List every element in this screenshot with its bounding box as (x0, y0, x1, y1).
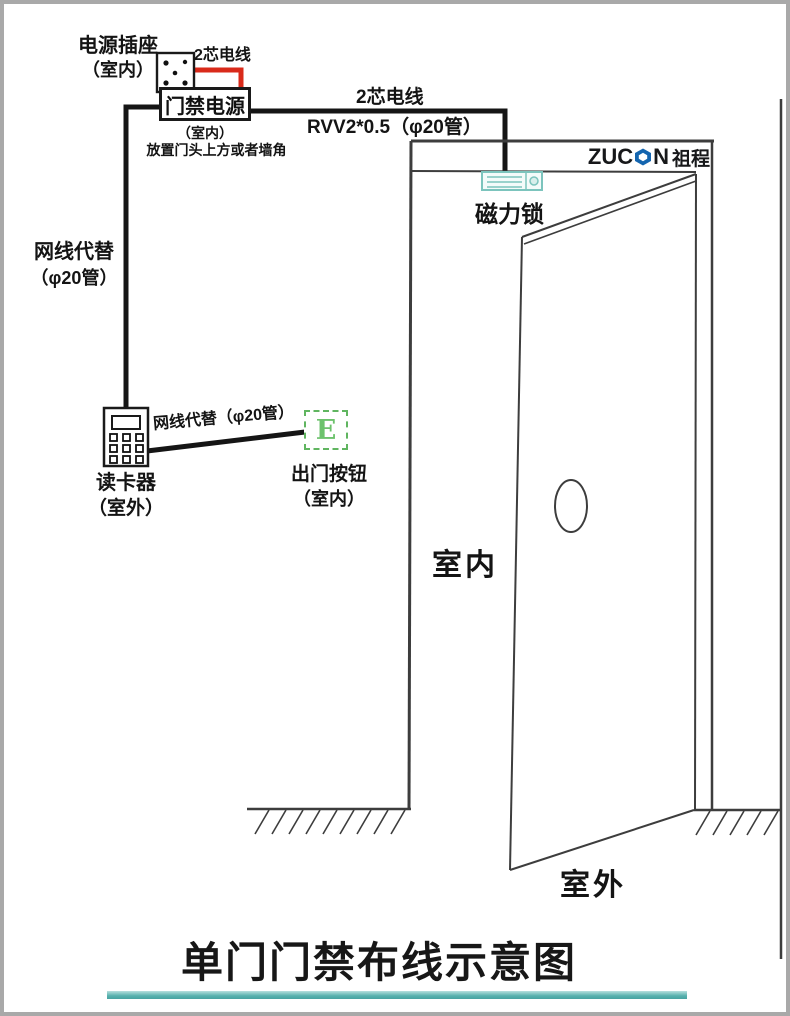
logo-hexagon-icon (635, 148, 652, 166)
door-frame (407, 139, 714, 811)
outdoor-zone-label: 室外 (560, 869, 626, 902)
logo-cn: 祖程 (671, 148, 710, 170)
exit-button-label: 出门按钮 （室内） (270, 462, 388, 512)
wire-psu-maglock-label: 2芯电线 (356, 87, 424, 108)
ground (247, 99, 783, 959)
net-left-line1: 网线代替 (34, 241, 114, 263)
reader-location: （室外） (87, 498, 164, 519)
maglock-label: 磁力锁 (475, 201, 544, 227)
power-socket-name: 电源插座 (78, 35, 158, 57)
power-socket-label: 电源插座 （室内） (60, 34, 176, 82)
wire-socket-to-psu-red (193, 67, 244, 89)
card-reader-icon (102, 406, 150, 468)
door-panel (509, 173, 697, 871)
exit-button: E (304, 410, 348, 450)
exit-button-location: （室内） (293, 489, 365, 509)
exit-button-letter: E (315, 414, 337, 446)
door-knob (554, 479, 588, 533)
wire-psu-reader-label: 网线代替 （φ20管） (22, 239, 126, 291)
logo-suffix: N (653, 144, 669, 169)
psu-box: 门禁电源 (159, 87, 251, 121)
diagram-geometry (102, 51, 783, 959)
indoor-zone-label: 室内 (432, 549, 498, 582)
wire-socket-psu-label: 2芯电线 (194, 47, 251, 64)
psu-label: 门禁电源 (165, 95, 245, 118)
power-socket-icon (155, 51, 196, 94)
psu-location: （室内） (177, 125, 233, 141)
diagram-title: 单门门禁布线示意图 (180, 939, 577, 986)
title-divider (107, 991, 687, 999)
psu-note: 放置门头上方或者墙角 (146, 142, 287, 158)
wire-reader-to-exit (146, 429, 306, 454)
reader-name: 读卡器 (96, 472, 156, 494)
wire-psu-to-maglock (250, 108, 508, 172)
wire-psu-maglock-spec: RVV2*0.5（φ20管） (307, 117, 482, 138)
logo-prefix: ZUC (587, 144, 634, 169)
maglock-icon (481, 171, 543, 191)
wire-psu-to-reader (123, 104, 162, 409)
power-socket-location: （室内） (82, 60, 154, 80)
brand-logo: ZUC N 祖程 (580, 144, 710, 170)
net-left-line2: （φ20管） (30, 268, 118, 288)
exit-button-name: 出门按钮 (290, 464, 367, 485)
reader-label: 读卡器 （室外） (78, 470, 174, 522)
